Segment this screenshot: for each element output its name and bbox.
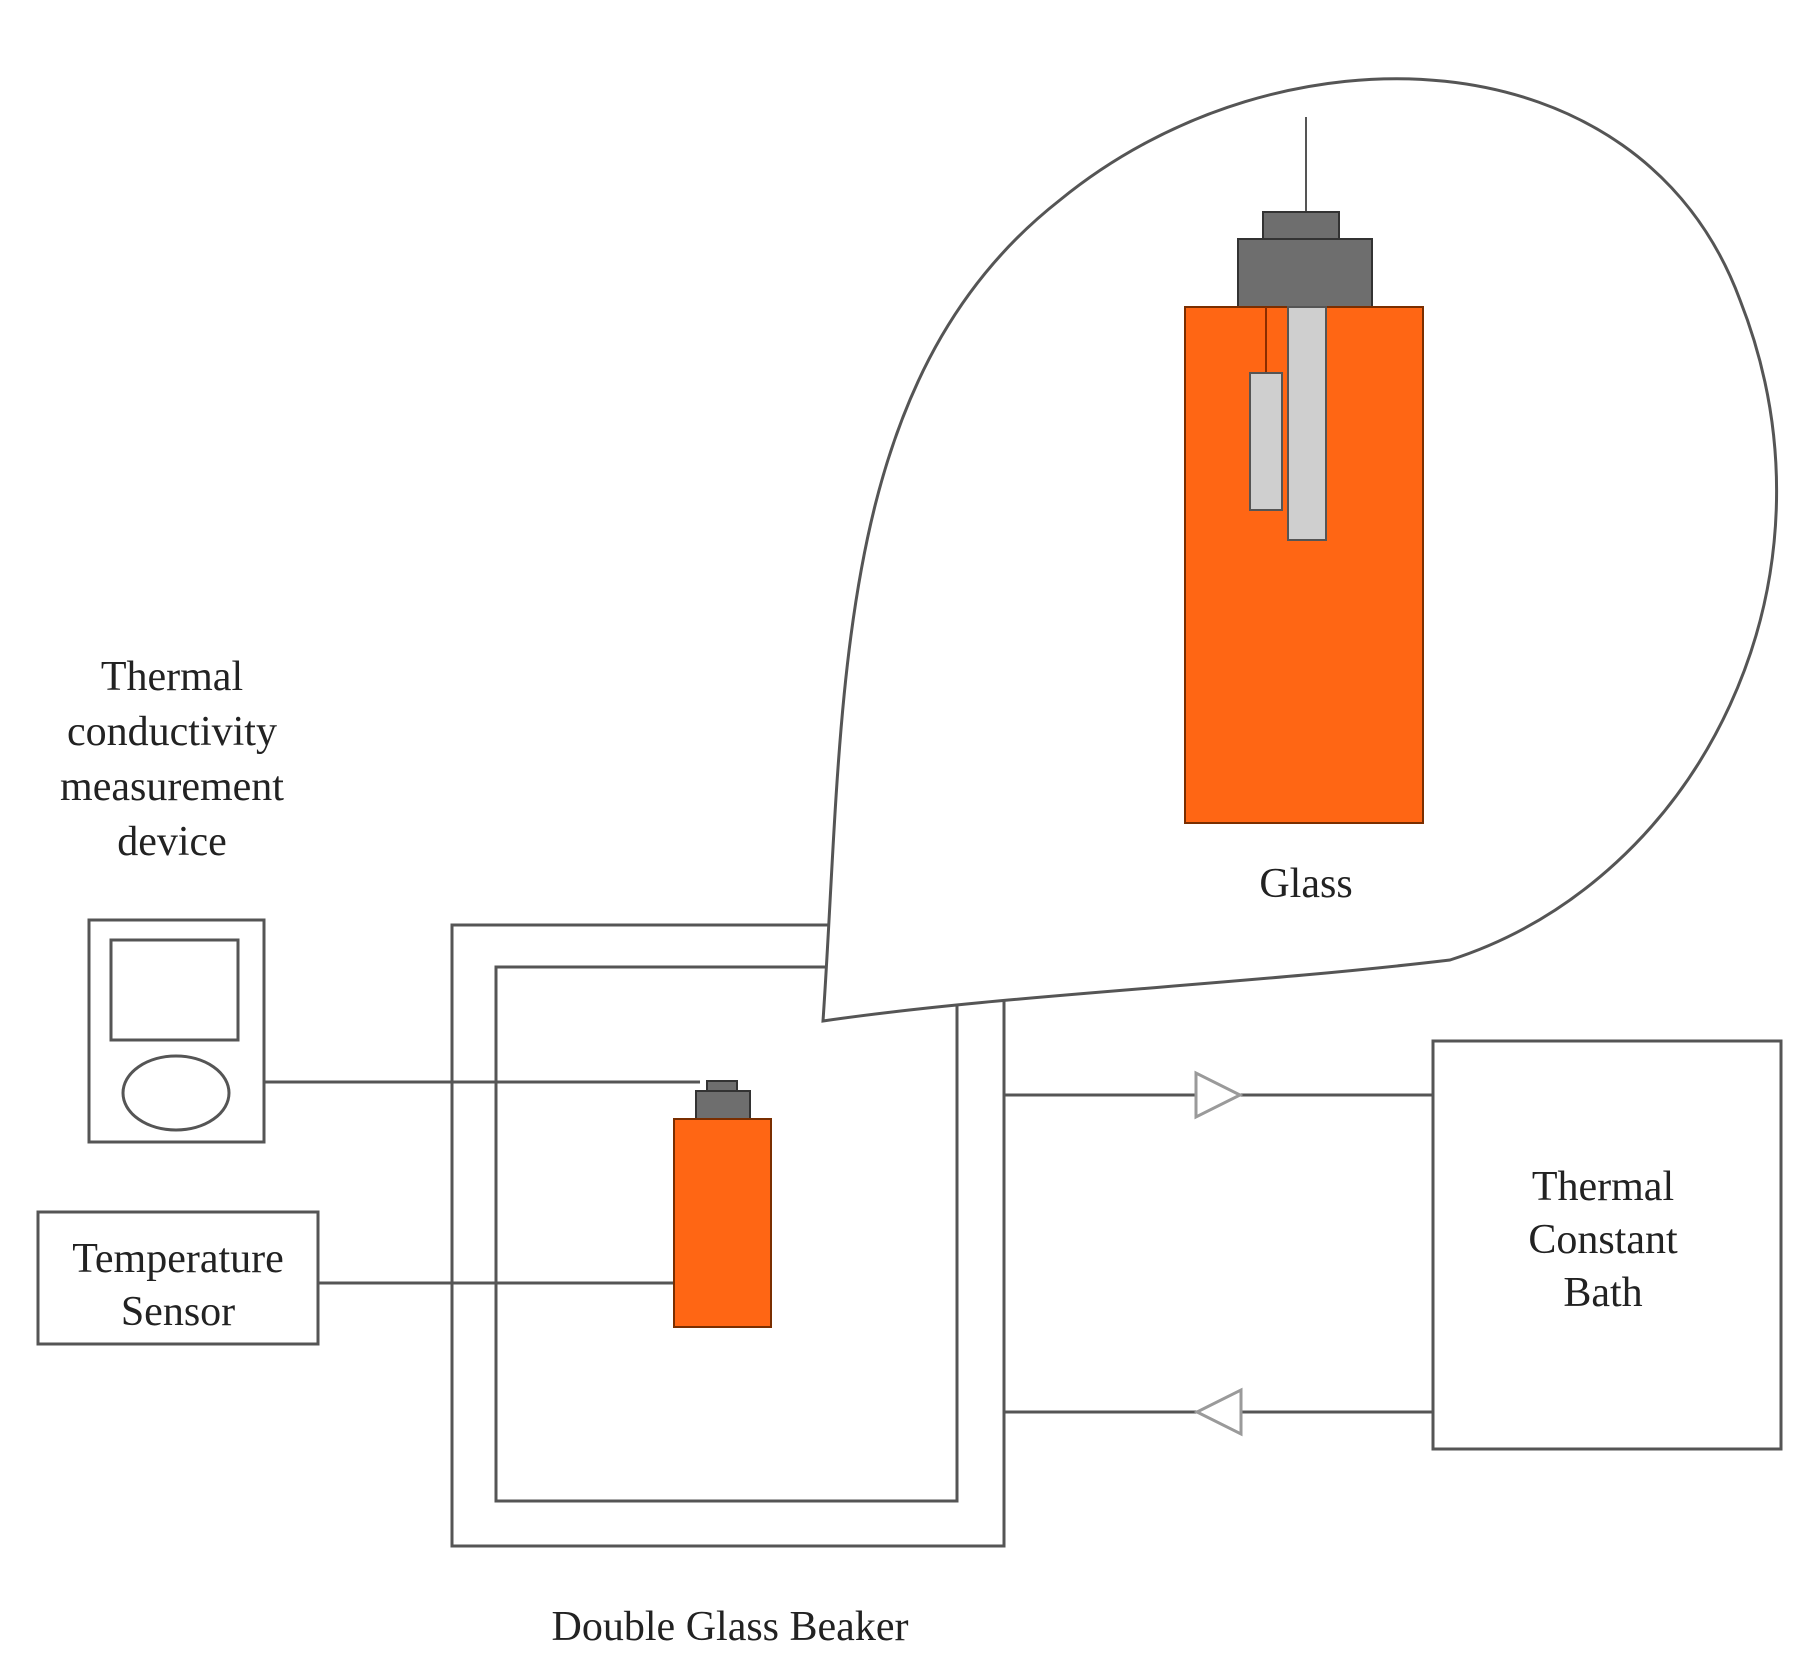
glass-label: Glass xyxy=(1259,861,1352,907)
measurement-device-dial xyxy=(121,1054,231,1132)
device-label-line1: Thermal xyxy=(101,654,243,700)
device-label-line4: device xyxy=(117,819,227,865)
cap-top xyxy=(1262,211,1340,240)
sample-cap-body xyxy=(695,1090,751,1120)
measurement-device-screen xyxy=(109,938,240,1042)
beaker-inner-wall xyxy=(494,965,959,1503)
probe-short xyxy=(1249,372,1283,511)
device-label-line2: conductivity xyxy=(67,709,277,755)
sample-cap-top xyxy=(706,1080,738,1092)
beaker-label: Double Glass Beaker xyxy=(552,1604,909,1650)
bath-label-line1: Thermal xyxy=(1532,1164,1674,1210)
device-label-line3: measurement xyxy=(60,764,284,810)
thermal-bath-box xyxy=(1431,1039,1783,1451)
cap-body xyxy=(1237,238,1373,308)
temperature-sensor-box xyxy=(36,1210,320,1346)
flow-arrow-right-icon xyxy=(1194,1070,1244,1120)
beaker-outer-wall xyxy=(450,923,1006,1548)
probe-long xyxy=(1287,306,1327,541)
bath-label-line3: Bath xyxy=(1563,1270,1642,1316)
sample-vial xyxy=(673,1118,772,1328)
sensor-label-line2: Sensor xyxy=(121,1289,235,1335)
bath-label-line2: Constant xyxy=(1528,1217,1678,1263)
flow-arrow-left-icon xyxy=(1193,1387,1243,1437)
sensor-label-line1: Temperature xyxy=(72,1236,284,1282)
